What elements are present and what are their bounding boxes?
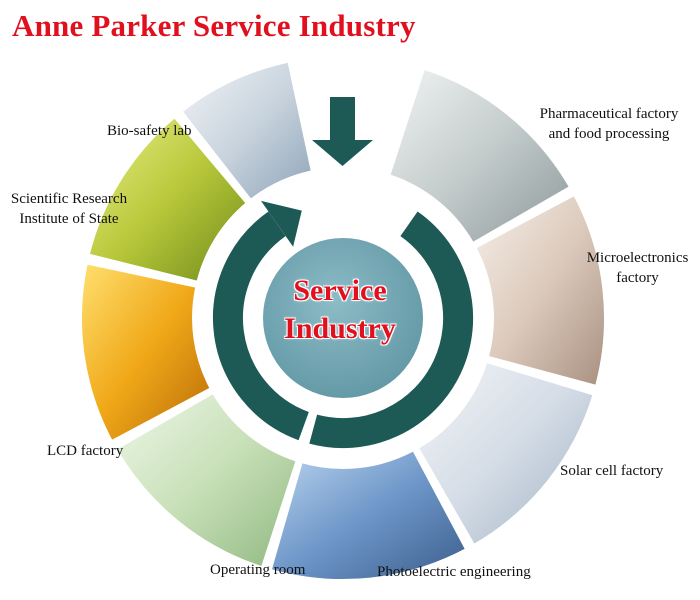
- label-line: Microelectronics: [586, 250, 689, 266]
- label-line: and food processing: [548, 126, 670, 142]
- sector-photo-micro: [474, 193, 606, 388]
- sector-photo-scientific: [87, 115, 249, 283]
- cycle-ring-right-arc: [309, 211, 474, 449]
- label-operating-room: Operating room: [210, 562, 306, 578]
- label-scientific-research: Scientific Research Institute of State: [0, 189, 138, 229]
- label-photoelectric-engineering: Photoelectric engineering: [377, 564, 531, 580]
- label-solar-cell-factory: Solar cell factory: [560, 463, 664, 479]
- label-lcd-factory: LCD factory: [47, 443, 124, 459]
- cycle-arrowhead-icon: [261, 200, 302, 247]
- cycle-ring-left-arc: [212, 211, 310, 441]
- center-label-line1: Service: [293, 274, 387, 307]
- label-line: Institute of State: [19, 211, 119, 227]
- page-title: Anne Parker Service Industry: [12, 8, 416, 43]
- sector-photo-pharma: [388, 67, 572, 245]
- sector-photo-photo: [269, 449, 468, 581]
- sector-photo-ring: [79, 60, 606, 581]
- center-label: Service Industry: [265, 272, 415, 348]
- down-arrow-icon: [312, 97, 373, 166]
- cycle-ring: [212, 200, 474, 449]
- label-bio-safety-lab: Bio-safety lab: [107, 123, 192, 139]
- sector-photo-biosafety: [180, 60, 313, 202]
- sector-photo-lcd: [79, 262, 212, 443]
- label-line: Scientific Research: [10, 191, 128, 207]
- sector-photo-solar: [416, 360, 595, 547]
- sector-photo-operating: [114, 391, 298, 569]
- center-disc: [263, 238, 423, 398]
- label-pharmaceutical-factory: Pharmaceutical factory and food processi…: [520, 104, 698, 144]
- center-label-line2: Industry: [284, 312, 396, 345]
- label-line: factory: [616, 270, 659, 286]
- label-microelectronics-factory: Microelectronics factory: [575, 248, 700, 288]
- label-line: Pharmaceutical factory: [539, 106, 679, 122]
